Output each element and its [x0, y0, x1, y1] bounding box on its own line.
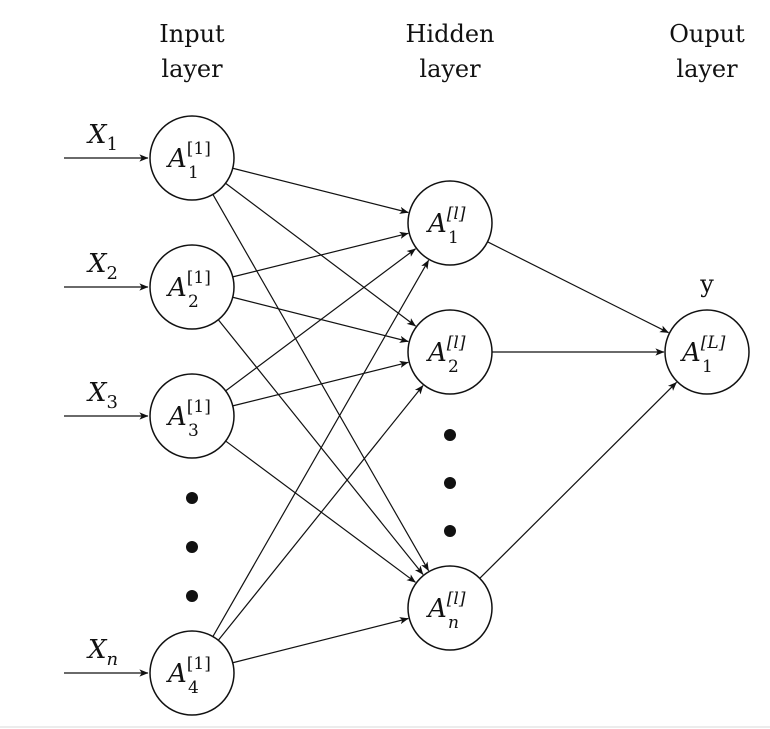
input-signal-label-3: X3 [86, 378, 118, 413]
hidden-layer-nodes: A[l]1 A[l]2 A[l]n [407, 180, 493, 651]
hidden-ellipsis-dot-1 [444, 429, 456, 441]
output-layer-header-line1: Ouput [669, 20, 745, 48]
edge-input-1-to-hidden-1 [232, 167, 409, 214]
hidden-node-1: A[l]1 [407, 180, 493, 266]
input-signal-label-1: X1 [86, 120, 118, 155]
input-node-3: A[1]3 [149, 373, 235, 459]
input-signal-label-2: X2 [86, 249, 118, 284]
hidden-ellipsis-dot-3 [444, 525, 456, 537]
edge-input-4-to-hidden-2 [217, 385, 424, 641]
hidden-node-n-label: A[l]n [426, 589, 466, 633]
hidden-node-n-circle [407, 565, 493, 651]
output-node-circle [664, 309, 750, 395]
input-node-3-circle [149, 373, 235, 459]
hidden-layer-header-line1: Hidden [406, 20, 495, 48]
hidden-ellipsis-dot-2 [444, 477, 456, 489]
edge-input-3-to-hidden-2 [232, 360, 409, 407]
input-layer-header-line2: layer [161, 55, 223, 83]
input-node-4-label: A[1]4 [166, 654, 211, 698]
connections [212, 167, 677, 664]
input-signal-label-n: Xn [86, 635, 118, 670]
hidden-node-1-label: A[l]1 [426, 204, 466, 248]
hidden-layer-header-line2: layer [419, 55, 481, 83]
hidden-node-n: A[l]n [407, 565, 493, 651]
edge-input-4-to-hidden-1 [212, 259, 430, 637]
input-node-4: A[1]4 [149, 630, 235, 716]
edge-hidden-3-to-output [479, 381, 677, 579]
edge-input-2-to-hidden-1 [232, 231, 409, 278]
input-node-1-label: A[1]1 [166, 139, 211, 183]
input-layer-header-line1: Input [159, 20, 225, 48]
edge-input-4-to-hidden-3 [232, 617, 409, 664]
input-node-1: A[1]1 [149, 115, 235, 201]
edge-hidden-1-to-output [487, 241, 669, 334]
input-node-2-circle [149, 244, 235, 330]
edge-input-1-to-hidden-3 [212, 194, 430, 572]
hidden-node-1-circle [407, 180, 493, 266]
input-node-1-circle [149, 115, 235, 201]
input-node-4-circle [149, 630, 235, 716]
output-layer-header-line2: layer [676, 55, 738, 83]
input-ellipsis-dot-2 [186, 541, 198, 553]
input-node-3-label: A[1]3 [166, 397, 211, 441]
output-label-y: y [699, 270, 714, 298]
input-signals: X1 X2 X3 Xn [64, 120, 149, 677]
input-ellipsis-dot-1 [186, 492, 198, 504]
input-layer-nodes: A[1]1 A[1]2 A[1]3 A[1]4 [149, 115, 235, 716]
hidden-ellipsis [444, 429, 456, 537]
input-node-2: A[1]2 [149, 244, 235, 330]
hidden-node-2-circle [407, 309, 493, 395]
edge-input-3-to-hidden-3 [225, 440, 416, 583]
hidden-node-2-label: A[l]2 [426, 333, 466, 377]
edge-input-2-to-hidden-3 [217, 319, 424, 575]
input-node-2-label: A[1]2 [166, 268, 211, 312]
input-ellipsis [186, 492, 198, 602]
output-node-label: A[L]1 [680, 333, 726, 377]
hidden-node-2: A[l]2 [407, 309, 493, 395]
input-ellipsis-dot-3 [186, 590, 198, 602]
output-node: y A[L]1 [664, 270, 750, 395]
edge-input-3-to-hidden-1 [225, 248, 416, 392]
